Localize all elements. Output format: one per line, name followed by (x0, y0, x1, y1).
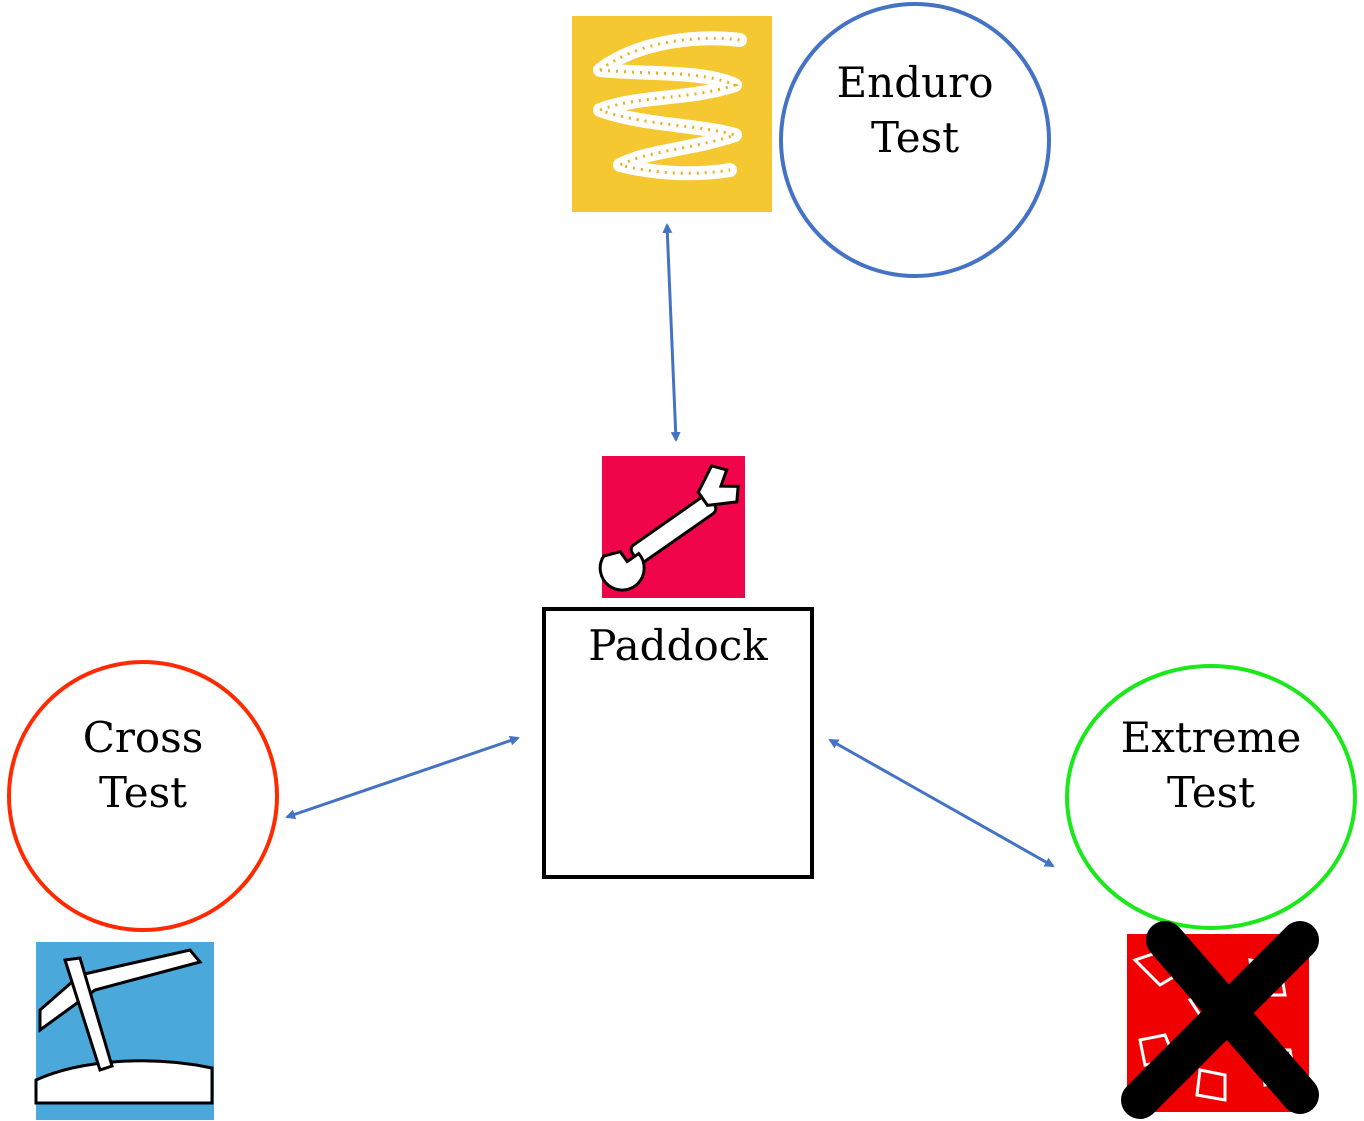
extreme-test-node: Extreme Test (1065, 664, 1357, 930)
rock-cross-icon (1121, 921, 1319, 1119)
paddock-label: Paddock (588, 621, 768, 670)
cross-test-node: Cross Test (7, 660, 279, 932)
connector-paddock-cross (285, 735, 520, 820)
jump-ramp-icon (34, 942, 214, 1120)
enduro-test-label-line2: Test (871, 113, 959, 162)
connector-paddock-extreme (828, 738, 1055, 868)
paddock-node: Paddock (542, 607, 814, 879)
extreme-test-label-line1: Extreme (1121, 713, 1302, 762)
zigzag-trail-icon (572, 16, 772, 212)
enduro-test-label-line1: Enduro (836, 58, 993, 107)
wrench-icon (598, 456, 745, 598)
connector-paddock-enduro (662, 223, 681, 442)
cross-test-label-line2: Test (99, 768, 187, 817)
extreme-test-label-line2: Test (1167, 768, 1255, 817)
cross-test-label-line1: Cross (83, 713, 204, 762)
enduro-test-node: Enduro Test (779, 2, 1051, 278)
